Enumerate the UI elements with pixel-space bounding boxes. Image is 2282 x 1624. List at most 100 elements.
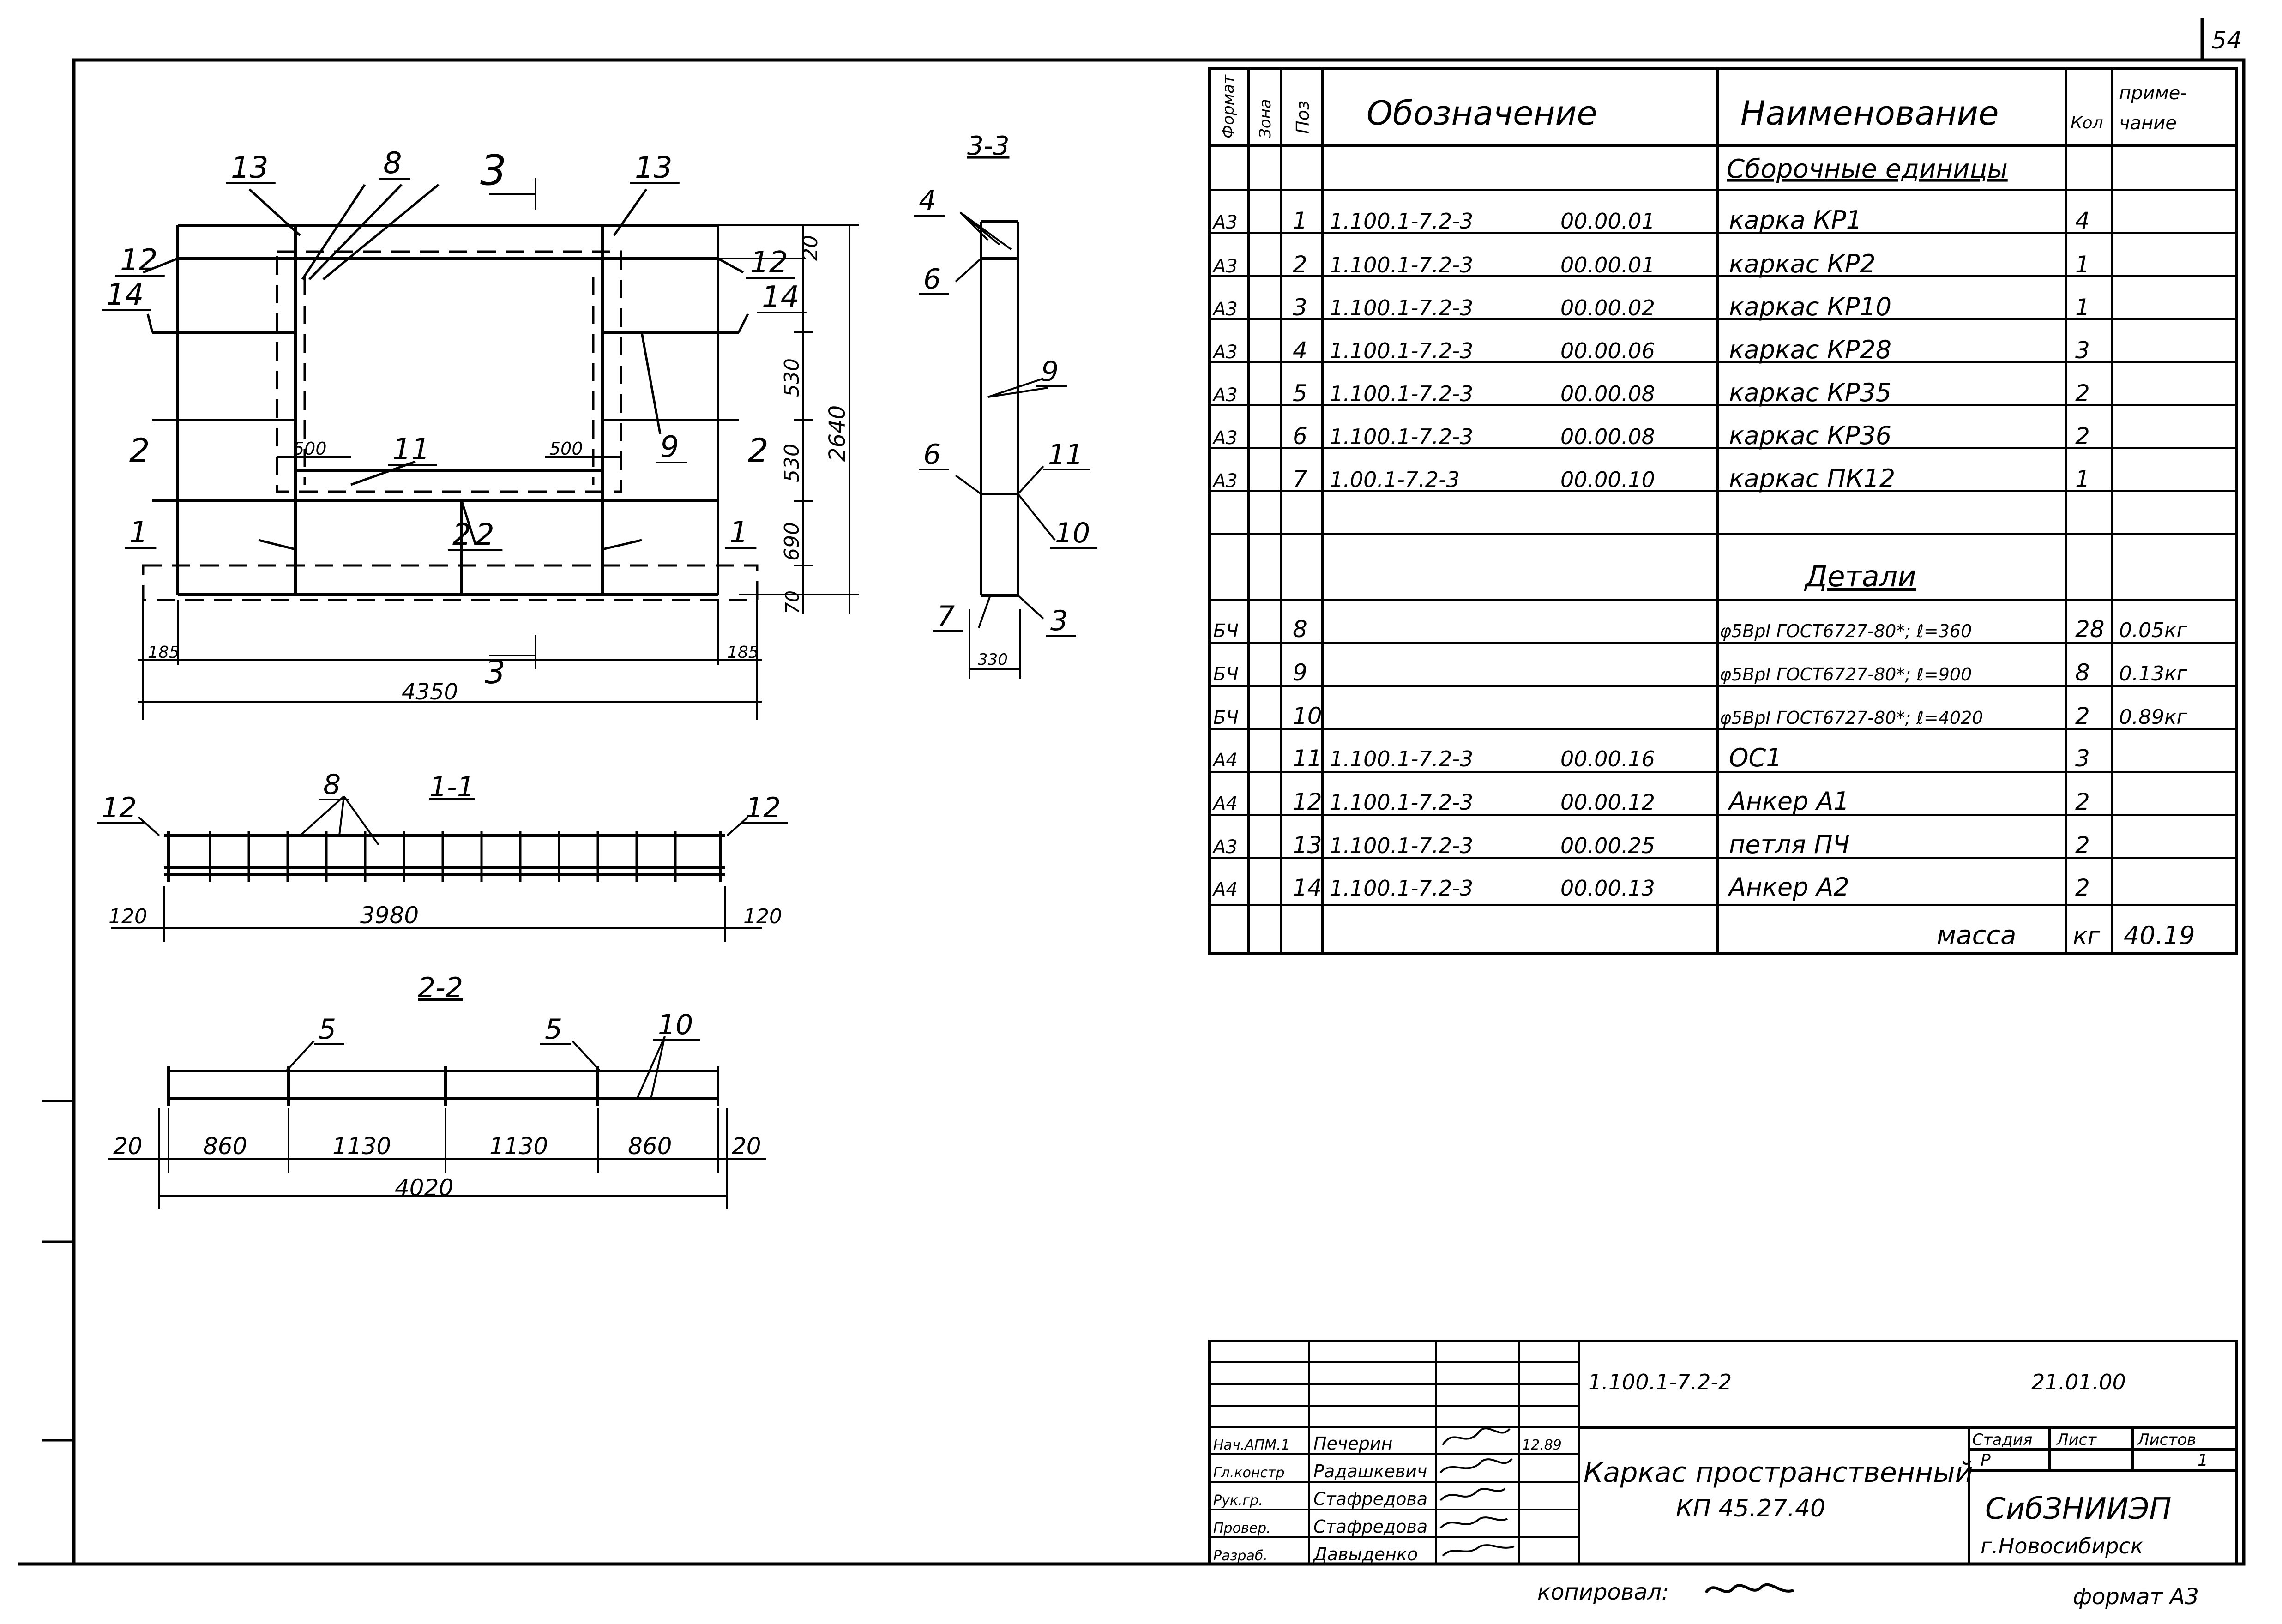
spec-row-code: 00.00.25	[1560, 833, 1655, 858]
title-line-1: Каркас пространственный	[1584, 1456, 1973, 1489]
spec-row-code: 00.00.02	[1560, 295, 1655, 320]
dim-left-edge: 185	[148, 643, 180, 662]
spec-row-name: φ5ВрI ГОСТ6727-80*; ℓ=900	[1720, 664, 1972, 685]
cut-3-bottom: 3	[485, 653, 506, 691]
spec-row-format: А3	[1212, 342, 1238, 363]
spec-row-pos: 6	[1293, 423, 1307, 450]
spec-row-pos: 3	[1293, 294, 1307, 321]
spec-row-name: φ5ВрI ГОСТ6727-80*; ℓ=360	[1720, 621, 1972, 641]
header-pos: Поз	[1293, 101, 1313, 134]
spec-row-qty: 28	[2075, 616, 2105, 643]
format-label: формат А3	[2073, 1584, 2199, 1610]
spec-row-code: 00.00.08	[1560, 381, 1655, 406]
spec-row-qty: 2	[2075, 788, 2090, 815]
signature-person: Стафредова	[1313, 1489, 1427, 1509]
spec-row-code: 00.00.13	[1560, 876, 1655, 901]
spec-row-qty: 4	[2075, 207, 2090, 234]
spec-row-name: каркас КР36	[1729, 421, 1891, 450]
spec-row-format: А3	[1212, 212, 1238, 233]
spec-row-format: БЧ	[1213, 620, 1239, 642]
callout-number: 12	[120, 243, 157, 277]
spec-row-doc: 1.00.1-7.2-3	[1330, 467, 1460, 492]
dim-h-total: 2640	[825, 405, 850, 462]
section-2-2-total: 4020	[395, 1174, 453, 1201]
callout-number: 5	[545, 1013, 562, 1046]
spec-row-doc: 1.100.1-7.2-3	[1330, 790, 1473, 815]
spec-row-name: каркас КР10	[1729, 292, 1891, 321]
callout-number: 10	[658, 1009, 693, 1041]
sheets-value: 1	[2198, 1451, 2208, 1470]
signature-person: Радашкевич	[1313, 1461, 1427, 1481]
spec-row-qty: 2	[2075, 423, 2090, 450]
spec-row-doc: 1.100.1-7.2-3	[1330, 338, 1473, 363]
spec-row-pos: 1	[1293, 207, 1307, 234]
dim-opening-left: 500	[293, 439, 327, 459]
callout-number: 10	[1055, 517, 1090, 549]
signature-role: Провер.	[1213, 1520, 1271, 1536]
page-number: 54	[2211, 27, 2242, 54]
title-line-2: КП 45.27.40	[1676, 1495, 1825, 1522]
spec-row-name: каркас КР2	[1729, 249, 1876, 278]
mass-value: 40.19	[2124, 921, 2195, 950]
dim-h-top: 20	[799, 235, 822, 261]
spec-row-qty: 2	[2075, 380, 2090, 407]
callout-number: 8	[383, 146, 402, 180]
handwritten-signatures	[1439, 1427, 1515, 1557]
spec-row-qty: 3	[2075, 745, 2090, 772]
spec-row-doc: 1.100.1-7.2-3	[1330, 833, 1473, 858]
callout-number: 12	[750, 246, 788, 280]
spec-row-code: 00.00.10	[1560, 467, 1655, 492]
signature-person: Стафредова	[1313, 1516, 1427, 1537]
section-1-1-mid: 3980	[360, 902, 419, 929]
callout-number: 2	[452, 518, 471, 552]
callout-number: 7	[937, 600, 955, 632]
header-designation: Обозначение	[1367, 94, 1597, 132]
spec-row-doc: 1.100.1-7.2-3	[1330, 746, 1473, 771]
section-1-1-right: 120	[743, 905, 782, 928]
header-note-2: чание	[2119, 113, 2177, 134]
spec-row-note: 0.89кг	[2119, 705, 2188, 729]
header-qty: Кол	[2071, 114, 2103, 132]
spec-row-doc: 1.100.1-7.2-3	[1330, 381, 1473, 406]
spec-row-pos: 7	[1293, 466, 1307, 493]
dim-right-edge: 185	[727, 643, 759, 662]
spec-row-format: А3	[1212, 256, 1238, 277]
callout-number: 11	[1048, 439, 1083, 471]
section-1-1-left: 120	[108, 905, 147, 928]
spec-row-name: φ5ВрI ГОСТ6727-80*; ℓ=4020	[1720, 708, 1983, 728]
copied-by-signature	[1704, 1583, 1794, 1594]
callout-number: 3	[1050, 605, 1068, 637]
spec-row-pos: 14	[1293, 874, 1322, 901]
signature-person: Печерин	[1313, 1433, 1392, 1454]
spec-row-name: Анкер А2	[1728, 872, 1849, 902]
sheet-frame	[18, 18, 2246, 1566]
section-2-2-label: 2-2	[418, 972, 463, 1004]
spec-row-name: Анкер А1	[1728, 787, 1849, 816]
section-2-2-dim: 860	[628, 1133, 672, 1160]
callout-number: 14	[106, 278, 144, 312]
spec-row-format: А3	[1212, 385, 1238, 406]
spec-row-name: каркас ПК12	[1729, 464, 1895, 493]
stage-label: Стадия	[1972, 1431, 2032, 1449]
signature-role: Разраб.	[1213, 1548, 1268, 1564]
spec-row-qty: 2	[2075, 703, 2090, 729]
callout-number: 4	[919, 185, 936, 217]
spec-row-format: А4	[1212, 879, 1238, 900]
callout-number: 14	[762, 280, 799, 314]
dim-opening-right: 500	[549, 439, 583, 459]
